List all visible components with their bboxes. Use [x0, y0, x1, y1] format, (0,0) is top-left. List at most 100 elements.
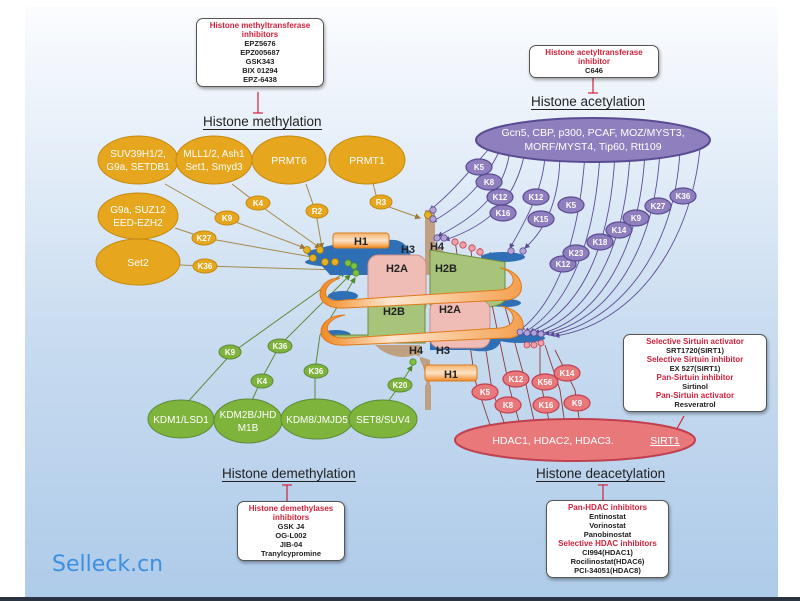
inhibitor-item: EPZ5676	[244, 39, 276, 48]
acetylation-mark-k18: K18	[593, 238, 608, 247]
inhibitor-group-title: Selective Sirtuin activator	[646, 337, 744, 346]
histone-h2a-bottom: H2A	[439, 304, 461, 316]
inhibitor-item: CI994(HDAC1)	[582, 548, 633, 557]
mark-r2: R2	[312, 207, 323, 216]
enzyme-g9a-suz12: G9a, SUZ12	[110, 205, 166, 216]
acetylation-mark-pill	[622, 209, 650, 227]
inhibitor-item: GSK343	[245, 57, 275, 66]
deacetylation-mark-pill	[531, 373, 559, 391]
acetylation-mark-k36: K36	[676, 192, 691, 201]
deacetylation-mark-pill	[502, 370, 530, 388]
deacetylation-mark-pill	[494, 396, 522, 414]
hdac-inhibitor-box: Pan-HDAC inhibitors Entinostat Vorinosta…	[546, 500, 669, 578]
inhibitor-item: C646	[585, 66, 603, 75]
inhibitor-item: SRT1720(SIRT1)	[666, 346, 724, 355]
inhibitor-group-title: Selective HDAC inhibitors	[558, 539, 657, 548]
histone-h1-bottom: H1	[444, 369, 458, 381]
inhibitor-item: JIB-04	[279, 540, 303, 549]
acetylation-mark-pill	[527, 210, 555, 228]
deacetylation-mark-pill	[532, 396, 560, 414]
inhibition-lines	[253, 78, 685, 501]
deacetylation-mark-k56: K56	[538, 378, 553, 387]
acetylation-mark-pill	[669, 187, 697, 205]
acetylation-mark-k12: K12	[529, 193, 544, 202]
deacetylation-mark-pill	[563, 394, 591, 412]
inhibitor-item: Sirtinol	[682, 382, 708, 391]
histone-h2b-bottom: H2B	[383, 306, 405, 318]
bottom-border	[0, 597, 800, 601]
acetylation-mark-pill	[644, 197, 672, 215]
inhibitor-group-title: Pan-HDAC inhibitors	[567, 503, 648, 512]
methylation-enzymes	[95, 135, 406, 286]
inhibitor-group-title: Pan-Sirtuin activator	[655, 391, 735, 400]
acetylation-enzymes-line2: MORF/MYST4, Tip60, Rtt109	[524, 141, 661, 153]
histone-h3-bottom: H3	[436, 345, 450, 357]
methylation-marks	[191, 194, 393, 274]
deacetylation-mark-pill	[553, 364, 581, 382]
inhibitor-item: Rocilinostat(HDAC6)	[570, 557, 645, 566]
deacetylation-sirt1-text: SIRT1	[650, 435, 680, 447]
inhibitor-item: BIX 01294	[242, 66, 278, 75]
mark-k27: K27	[197, 234, 212, 243]
section-title-demethylation: Histone demethylation	[222, 466, 356, 482]
acetylation-mark-pill	[465, 158, 493, 176]
acetylation-mark-k23: K23	[569, 249, 584, 258]
acetylation-mark-pill	[557, 196, 585, 214]
mark-k4-demeth: K4	[257, 377, 268, 386]
demethylase-inhibitor-box: Histone demethylases inhibitors GSK J4 O…	[237, 501, 345, 561]
acetylation-enzymes-line1: Gcn5, CBP, p300, PCAF, MOZ/MYST3,	[501, 127, 684, 139]
inhibitor-box-title: Histone acetyltransferase inhibitor	[545, 48, 643, 66]
acetylation-mark-k14: K14	[612, 226, 627, 235]
acetylation-mark-pill	[475, 173, 503, 191]
inhibitor-box-title: Histone demethylases inhibitors	[248, 504, 334, 522]
inhibitor-item: Resveratrol	[674, 400, 716, 409]
mark-k9-demeth: K9	[225, 348, 236, 357]
inhibitor-item: EPZ005687	[240, 48, 280, 57]
deacetylation-mark-pill	[471, 383, 499, 401]
acetylation-mark-k27: K27	[651, 202, 666, 211]
inhibitor-item: EX 527(SIRT1)	[669, 364, 721, 373]
enzyme-suv39h1: SUV39H1/2,	[110, 149, 166, 160]
acetylation-mark-k9: K9	[631, 214, 642, 223]
brand-watermark: Selleck.cn	[52, 552, 164, 577]
mark-k36-demeth: K36	[273, 342, 288, 351]
deacetylation-mark-k8: K8	[503, 401, 514, 410]
acetylation-mark-pill	[605, 221, 633, 239]
inhibitor-item: PCI-34051(HDAC8)	[574, 566, 641, 575]
deacetylation-hdac-text: HDAC1, HDAC2, HDAC3.	[492, 435, 613, 447]
mark-k36-demeth-2: K36	[309, 367, 324, 376]
acetylation-mark-k12: K12	[556, 260, 571, 269]
inhibitor-group-title: Selective Sirtuin inhibitor	[646, 355, 744, 364]
histone-h2a-top: H2A	[386, 263, 408, 275]
demethylation-marks	[218, 338, 413, 393]
enzyme-g9a-suz12-line2: EED-EZH2	[113, 218, 163, 229]
inhibitor-item: Vorinostat	[589, 521, 626, 530]
methyltransferase-inhibitor-box: Histone methyltransferase inhibitors EPZ…	[196, 18, 324, 87]
acetylation-mark-pill	[586, 233, 614, 251]
inhibitor-item: Tranylcypromine	[260, 549, 322, 558]
enzyme-prmt1: PRMT1	[349, 155, 385, 167]
sirtuin-modulator-box: Selective Sirtuin activator SRT1720(SIRT…	[623, 334, 767, 412]
enzyme-prmt6: PRMT6	[271, 155, 307, 167]
deacetylation-mark-k9: K9	[572, 399, 583, 408]
inhibitor-item: GSK J4	[277, 522, 305, 531]
deacetylation-mark-k16: K16	[539, 401, 554, 410]
inhibitor-item: OG-L002	[275, 531, 307, 540]
enzyme-suv39h1-line2: G9a, SETDB1	[106, 162, 170, 173]
enzyme-kdm8: KDM8/JMJD5	[286, 415, 348, 426]
mark-k4: K4	[253, 199, 264, 208]
section-title-acetylation: Histone acetylation	[531, 94, 646, 110]
deacetylation-mark-k12: K12	[509, 375, 524, 384]
enzyme-set8: SET8/SUV4	[356, 415, 410, 426]
nucleosome	[305, 210, 545, 410]
acetylation-mark-k5: K5	[474, 163, 485, 172]
enzyme-set2: Set2	[127, 257, 149, 269]
acetylation-mark-k5: K5	[566, 201, 577, 210]
inhibitor-item: Entinostat	[589, 512, 626, 521]
histone-h2b-top: H2B	[435, 263, 457, 275]
enzyme-mll-line2: Set1, Smyd3	[185, 162, 243, 173]
modification-dots	[303, 206, 545, 366]
histone-h4-top: H4	[430, 241, 445, 253]
